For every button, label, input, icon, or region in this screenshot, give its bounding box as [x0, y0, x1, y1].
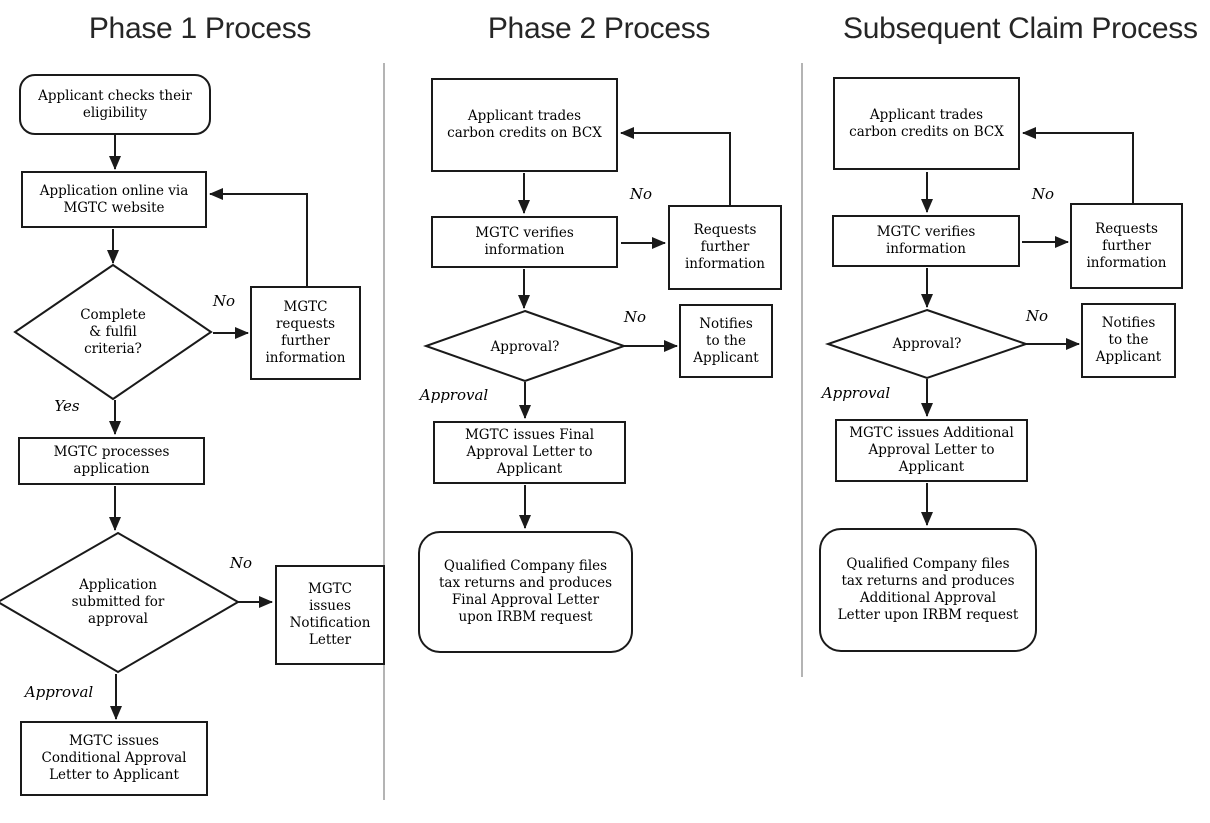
phase1-branch-approval: Approval — [24, 683, 94, 701]
subsequent-branch-approval: Approval — [821, 384, 891, 402]
phase1-decision-submitted-label: Application submitted for approval — [71, 576, 165, 627]
subsequent-node-letter: MGTC issues Additional Approval Letter t… — [835, 419, 1028, 482]
subsequent-node-notifies-label: Notifies to the Applicant — [1095, 315, 1162, 365]
subsequent-title: Subsequent Claim Process — [843, 12, 1198, 45]
phase1-decision-submitted: Application submitted for approval — [28, 567, 208, 637]
phase1-node-online: Application online via MGTC website — [21, 171, 207, 228]
subsequent-node-qualified-label: Qualified Company files tax returns and … — [837, 556, 1019, 623]
phase2-branch-no1: No — [629, 185, 653, 203]
subsequent-node-requests: Requests further information — [1070, 203, 1183, 289]
phase2-node-trades: Applicant trades carbon credits on BCX — [431, 78, 618, 172]
arrow-phase2-requests-loopback — [620, 127, 731, 205]
phase1-node-start: Applicant checks their eligibility — [19, 74, 211, 135]
phase2-node-notifies: Notifies to the Applicant — [679, 304, 773, 378]
phase2-node-letter-label: MGTC issues Final Approval Letter to App… — [464, 427, 595, 477]
phase2-branch-approval: Approval — [419, 386, 489, 404]
phase1-branch-no2: No — [229, 554, 253, 572]
phase1-node-start-label: Applicant checks their eligibility — [38, 87, 192, 121]
phase1-decision-criteria-label: Complete & fulfil criteria? — [80, 306, 146, 357]
phase1-node-conditional: MGTC issues Conditional Approval Letter … — [20, 721, 208, 796]
phase1-node-notification-label: MGTC issues Notification Letter — [289, 581, 371, 648]
phase1-decision-submitted-shape — [0, 531, 240, 674]
subsequent-branch-no1: No — [1031, 185, 1055, 203]
phase1-node-requests: MGTC requests further information — [250, 286, 361, 380]
phase2-title: Phase 2 Process — [487, 12, 711, 45]
subsequent-decision-approval: Approval? — [847, 333, 1007, 355]
subsequent-node-verifies-label: MGTC verifies information — [876, 224, 976, 257]
subsequent-node-qualified: Qualified Company files tax returns and … — [819, 528, 1037, 652]
subsequent-decision-approval-shape — [824, 308, 1030, 380]
phase2-node-verifies: MGTC verifies information — [431, 216, 618, 268]
phase1-node-processes-label: MGTC processes application — [53, 444, 170, 477]
phase2-decision-approval-label: Approval? — [490, 338, 560, 355]
arrow-phase1-requests-loopback — [209, 188, 308, 286]
phase1-branch-yes: Yes — [54, 397, 80, 415]
phase2-node-notifies-label: Notifies to the Applicant — [693, 315, 759, 366]
phase1-node-requests-label: MGTC requests further information — [265, 299, 346, 366]
phase1-node-notification: MGTC issues Notification Letter — [275, 565, 385, 665]
subsequent-node-trades-label: Applicant trades carbon credits on BCX — [849, 106, 1004, 140]
subsequent-decision-approval-label: Approval? — [892, 335, 962, 352]
subsequent-node-trades: Applicant trades carbon credits on BCX — [833, 77, 1020, 170]
phase1-title: Phase 1 Process — [88, 12, 312, 45]
phase1-branch-no1: No — [212, 292, 236, 310]
phase2-node-qualified: Qualified Company files tax returns and … — [418, 531, 633, 653]
phase1-decision-criteria: Complete & fulfil criteria? — [23, 297, 203, 367]
arrow-subsequent-requests-loopback — [1022, 127, 1134, 203]
phase1-decision-criteria-shape — [13, 263, 213, 401]
phase2-node-requests: Requests further information — [668, 205, 782, 290]
phase1-node-processes: MGTC processes application — [18, 437, 205, 485]
phase2-decision-approval: Approval? — [445, 336, 605, 358]
subsequent-node-requests-label: Requests further information — [1086, 220, 1167, 271]
phase2-node-letter: MGTC issues Final Approval Letter to App… — [433, 421, 626, 484]
phase2-node-qualified-label: Qualified Company files tax returns and … — [438, 558, 613, 625]
phase2-node-trades-label: Applicant trades carbon credits on BCX — [447, 108, 602, 141]
phase2-decision-approval-shape — [422, 309, 628, 383]
phase2-node-verifies-label: MGTC verifies information — [475, 225, 574, 258]
subsequent-node-notifies: Notifies to the Applicant — [1081, 303, 1176, 378]
subsequent-node-verifies: MGTC verifies information — [832, 215, 1020, 267]
subsequent-branch-no2: No — [1025, 307, 1049, 325]
phase1-node-online-label: Application online via MGTC website — [39, 182, 189, 216]
phase2-branch-no2: No — [623, 308, 647, 326]
phase1-node-conditional-label: MGTC issues Conditional Approval Letter … — [41, 733, 187, 783]
subsequent-node-letter-label: MGTC issues Additional Approval Letter t… — [849, 425, 1014, 475]
phase2-node-requests-label: Requests further information — [684, 222, 765, 272]
